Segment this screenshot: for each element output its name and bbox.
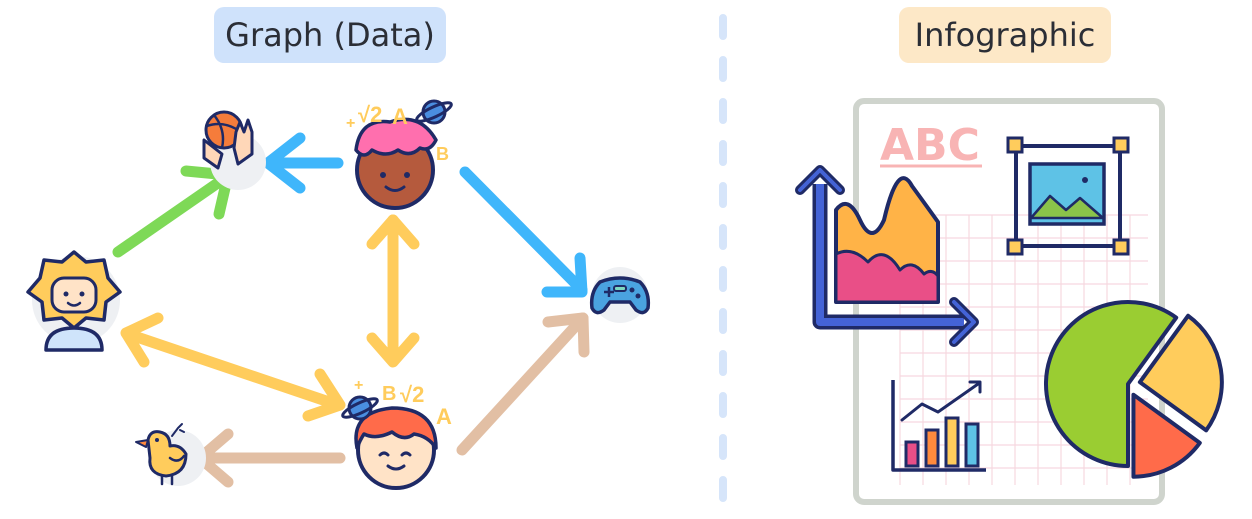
bottom-b-symbol: B [382,383,396,405]
graph-data-title: Graph (Data) [214,7,446,63]
trend-line [900,382,980,422]
pie-slice [1131,392,1202,479]
edge-tan-diagonal-arrow [456,312,590,456]
abc-text: ABC [880,120,980,171]
star-face-avatar-icon [26,250,122,352]
edge-yellow-vertical-arrow [366,214,420,368]
graph-edges [112,132,590,488]
mini-bar [964,422,980,468]
edge-blue-diagonal-arrow [459,166,588,298]
edge-yellow-diagonal-arrow [120,312,346,422]
bottom-root-symbol: √2 [400,382,424,407]
image-frame-icon [1006,136,1130,256]
pie-slice [1044,300,1179,468]
basketball-hands-icon [202,110,266,190]
bottom-plus-symbol: + [354,377,363,394]
mini-bar [904,440,920,468]
top-b-symbol: B [436,144,449,164]
top-plus-symbol: + [346,115,355,132]
bar-chart-icon [891,380,986,472]
bottom-planet-icon [341,395,379,421]
pie-slice [1137,313,1224,433]
game-controller-icon [589,267,651,323]
top-student-avatar-icon: + √2 A B [346,99,453,210]
edge-tan-left-arrow [194,428,346,488]
top-root-symbol: √2 [358,102,382,127]
mini-bar [924,428,940,468]
chick-icon [135,423,206,486]
pie-chart-icon [1044,300,1224,479]
top-planet-icon [415,99,453,125]
dashed-divider [719,14,727,519]
infographic-title: Infographic [899,7,1111,63]
area-chart-icon [795,165,979,347]
infographic-panel: ABC [795,98,1224,505]
bottom-a-symbol: A [436,404,452,429]
edge-blue-left-arrow [262,132,344,194]
edge-green-arrow [112,165,234,258]
top-a-symbol: A [392,104,408,129]
bottom-student-avatar-icon: + B √2 A [341,377,452,490]
mini-bar [944,416,960,468]
